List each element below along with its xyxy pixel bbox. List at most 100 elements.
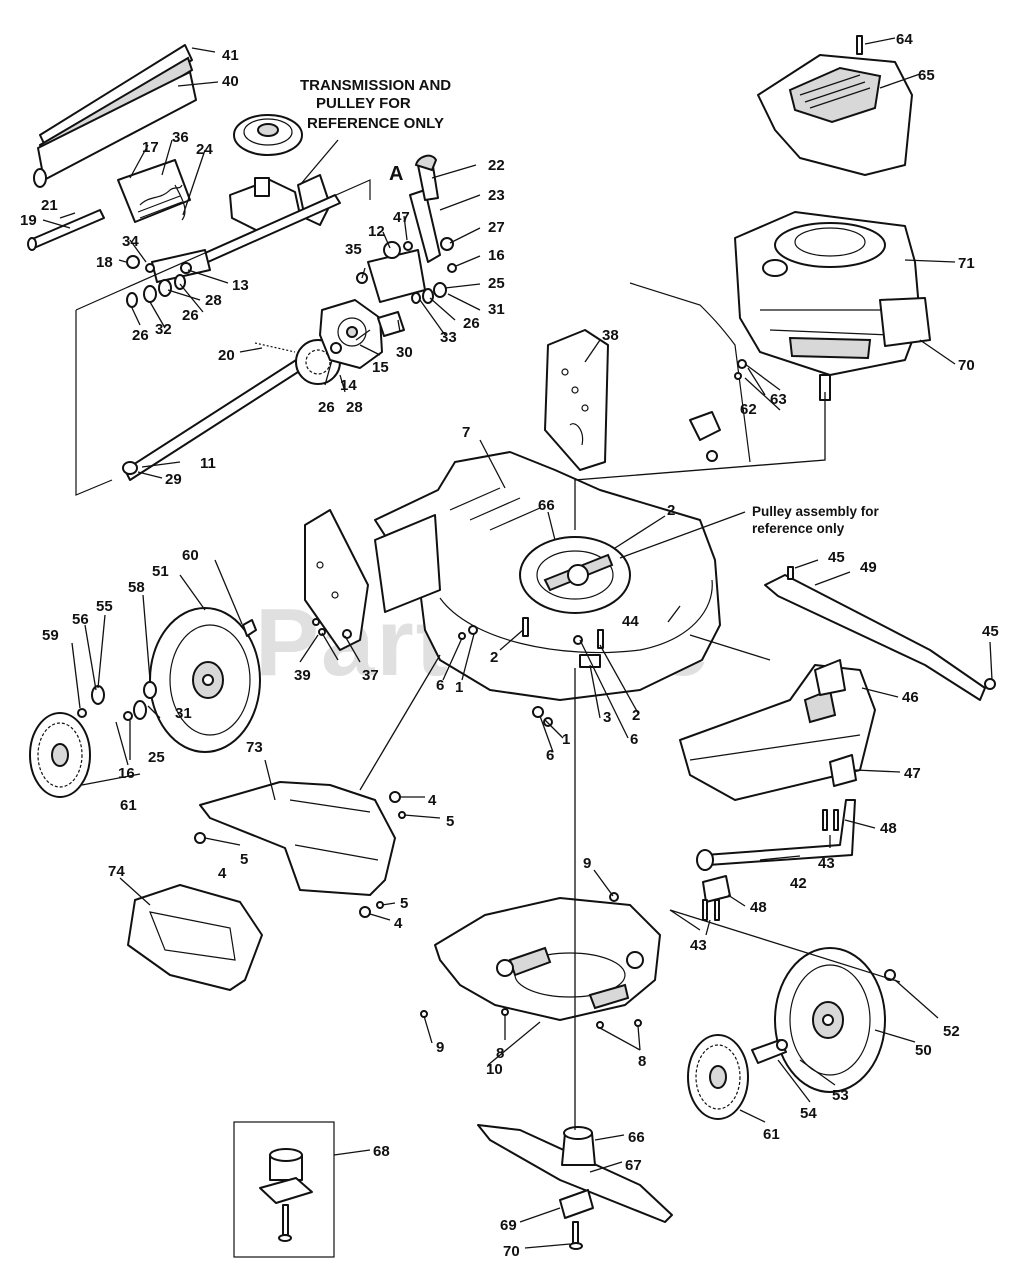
- callout-65[interactable]: 65: [918, 67, 935, 84]
- callout-39[interactable]: 39: [294, 667, 311, 684]
- callout-15[interactable]: 15: [372, 359, 389, 376]
- callout-28-a[interactable]: 28: [205, 292, 222, 309]
- handle-bar[interactable]: [764, 566, 996, 701]
- callout-18[interactable]: 18: [96, 254, 113, 271]
- callout-62[interactable]: 62: [740, 401, 757, 418]
- callout-53[interactable]: 53: [832, 1087, 849, 1104]
- callout-59[interactable]: 59: [42, 627, 59, 644]
- lever-washers[interactable]: [411, 237, 457, 304]
- callout-8-b[interactable]: 8: [638, 1053, 646, 1070]
- callout-32[interactable]: 32: [155, 321, 172, 338]
- callout-5-a[interactable]: 5: [446, 813, 454, 830]
- gear-case[interactable]: [319, 272, 405, 369]
- mower-blade[interactable]: [477, 1124, 673, 1250]
- callout-31-a[interactable]: 31: [488, 301, 505, 318]
- callout-43-b[interactable]: 43: [690, 937, 707, 954]
- right-hub-cap[interactable]: [687, 1034, 749, 1120]
- callout-55[interactable]: 55: [96, 598, 113, 615]
- callout-10[interactable]: 10: [486, 1061, 503, 1078]
- callout-30[interactable]: 30: [396, 344, 413, 361]
- mulch-plug[interactable]: [127, 884, 263, 991]
- callout-11[interactable]: 11: [200, 455, 216, 472]
- callout-51[interactable]: 51: [152, 563, 169, 580]
- side-discharge-chute[interactable]: [194, 781, 406, 918]
- callout-2-b[interactable]: 2: [490, 649, 498, 666]
- throttle-cable[interactable]: [629, 282, 751, 463]
- callout-4-c[interactable]: 4: [394, 915, 403, 932]
- callout-66-b[interactable]: 66: [628, 1129, 645, 1146]
- callout-8-a[interactable]: 8: [496, 1045, 504, 1062]
- callout-40[interactable]: 40: [222, 73, 239, 90]
- callout-67[interactable]: 67: [625, 1157, 642, 1174]
- callout-35[interactable]: 35: [345, 241, 362, 258]
- callout-68[interactable]: 68: [373, 1143, 390, 1160]
- callout-26-d[interactable]: 26: [463, 315, 480, 332]
- blade-baffle[interactable]: [420, 892, 661, 1029]
- callout-1-a[interactable]: 1: [455, 679, 463, 696]
- callout-58[interactable]: 58: [128, 579, 145, 596]
- callout-3[interactable]: 3: [603, 709, 611, 726]
- callout-6-a[interactable]: 6: [436, 677, 444, 694]
- callout-48-b[interactable]: 48: [750, 899, 767, 916]
- callout-26-b[interactable]: 26: [132, 327, 149, 344]
- callout-5-b[interactable]: 5: [240, 851, 248, 868]
- callout-36[interactable]: 36: [172, 129, 189, 146]
- callout-43-a[interactable]: 43: [818, 855, 835, 872]
- callout-6-c[interactable]: 6: [546, 747, 554, 764]
- side-panel[interactable]: [544, 329, 609, 471]
- callout-42[interactable]: 42: [790, 875, 807, 892]
- callout-22[interactable]: 22: [488, 157, 505, 174]
- callout-5-c[interactable]: 5: [400, 895, 408, 912]
- callout-52[interactable]: 52: [943, 1023, 960, 1040]
- callout-25-b[interactable]: 25: [148, 749, 165, 766]
- engine-cover[interactable]: [757, 35, 913, 176]
- rear-axle-rod[interactable]: [27, 209, 105, 251]
- blade-adapter-inset[interactable]: [233, 1121, 335, 1258]
- callout-1-b[interactable]: 1: [562, 731, 570, 748]
- callout-60[interactable]: 60: [182, 547, 199, 564]
- callout-44[interactable]: 44: [622, 613, 639, 630]
- callout-33[interactable]: 33: [440, 329, 457, 346]
- engine[interactable]: [734, 211, 931, 401]
- callout-12[interactable]: 12: [368, 223, 385, 240]
- callout-69[interactable]: 69: [500, 1217, 517, 1234]
- callout-41[interactable]: 41: [222, 47, 239, 64]
- callout-2-c[interactable]: 2: [632, 707, 640, 724]
- callout-46[interactable]: 46: [902, 689, 919, 706]
- callout-70-a[interactable]: 70: [958, 357, 975, 374]
- callout-25-a[interactable]: 25: [488, 275, 505, 292]
- rear-right-wheel[interactable]: [774, 947, 896, 1093]
- callout-38[interactable]: 38: [602, 327, 619, 344]
- callout-48-a[interactable]: 48: [880, 820, 897, 837]
- callout-27[interactable]: 27: [488, 219, 505, 236]
- left-wheel-hardware[interactable]: [77, 681, 157, 721]
- callout-17[interactable]: 17: [142, 139, 159, 156]
- callout-56[interactable]: 56: [72, 611, 89, 628]
- callout-61-b[interactable]: 61: [763, 1126, 780, 1143]
- shaft-washers[interactable]: [126, 255, 186, 308]
- callout-37[interactable]: 37: [362, 667, 379, 684]
- front-left-wheel[interactable]: [149, 607, 261, 753]
- callout-13[interactable]: 13: [232, 277, 249, 294]
- callout-21[interactable]: 21: [41, 197, 58, 214]
- rear-axle-assembly[interactable]: [696, 754, 857, 921]
- callout-4-b[interactable]: 4: [218, 865, 227, 882]
- callout-71[interactable]: 71: [958, 255, 975, 272]
- callout-61-a[interactable]: 61: [120, 797, 137, 814]
- callout-45-a[interactable]: 45: [828, 549, 845, 566]
- callout-6-b[interactable]: 6: [630, 731, 638, 748]
- callout-20[interactable]: 20: [218, 347, 235, 364]
- callout-23[interactable]: 23: [488, 187, 505, 204]
- callout-47-a[interactable]: 47: [393, 209, 410, 226]
- callout-16-b[interactable]: 16: [118, 765, 135, 782]
- transmission-pulley[interactable]: [229, 114, 331, 233]
- callout-19[interactable]: 19: [20, 212, 37, 229]
- deck-side-bracket[interactable]: [304, 509, 369, 651]
- callout-31-b[interactable]: 31: [175, 705, 192, 722]
- callout-16-a[interactable]: 16: [488, 247, 505, 264]
- callout-2-a[interactable]: 2: [667, 502, 675, 519]
- right-wheel-hardware[interactable]: [751, 1039, 788, 1064]
- left-hub-cap[interactable]: [29, 712, 91, 798]
- rear-skirt[interactable]: [679, 659, 876, 801]
- callout-29[interactable]: 29: [165, 471, 182, 488]
